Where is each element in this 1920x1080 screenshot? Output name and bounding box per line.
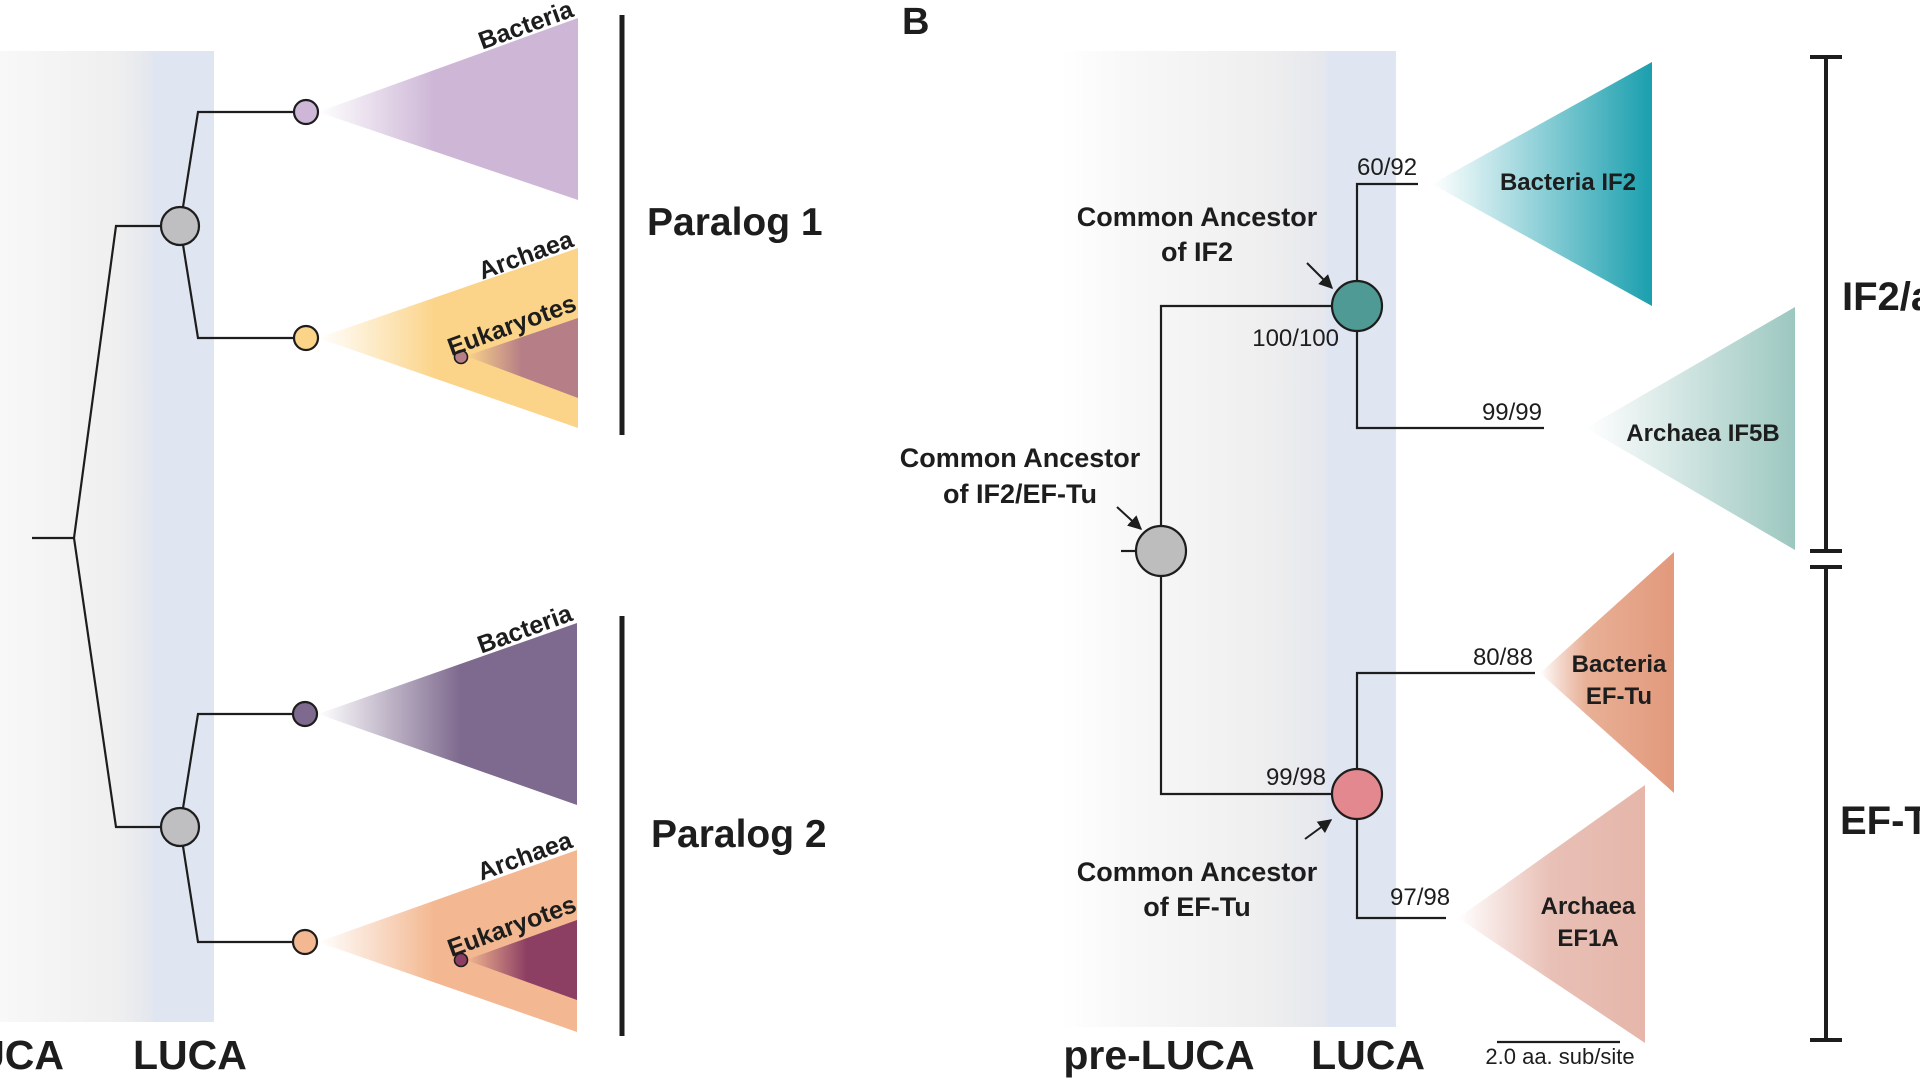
bracket-label-if2: IF2/a (1842, 275, 1920, 319)
clade-bacteria-eftu (1540, 552, 1674, 793)
paralog1-label: Paralog 1 (647, 201, 823, 244)
clade-archaea-if5b (1586, 307, 1795, 550)
clade-archaea-ef1a (1458, 785, 1645, 1043)
annotation-ca-eftu-line1: Common Ancestor (1077, 857, 1318, 887)
paralog2-label: Paralog 2 (651, 813, 827, 856)
p1-root-node (159, 205, 201, 247)
support-bacteria-if2: 60/92 (1357, 154, 1417, 181)
p2-archaea-clade (318, 850, 577, 1032)
pre-luca-label-a: UCA (0, 1032, 64, 1078)
support-archaea-ef1a: 97/98 (1390, 884, 1450, 911)
arrow-ca-root (1116, 506, 1143, 530)
annotation-ca-if2-line1: Common Ancestor (1077, 202, 1318, 232)
root-branch-lower-a (72, 537, 180, 829)
node-ca-if2-eftu (1134, 524, 1188, 578)
bracket-if2 (1810, 55, 1842, 553)
p1-branch-bacteria (178, 110, 294, 227)
p2-root-node (159, 806, 201, 848)
node-ca-eftu (1330, 767, 1384, 821)
clade-label-archaea-ef1a-1: Archaea (1541, 893, 1636, 920)
branch-root-to-if2 (1159, 304, 1332, 526)
p1-archaea-node (292, 324, 320, 352)
p1-bacteria-clade (318, 18, 578, 200)
p2-archaea-node (291, 928, 319, 956)
root-branch-upper-a (72, 224, 180, 539)
panel-letter-b: B (902, 1, 929, 43)
branch-root-to-eftu (1159, 576, 1332, 796)
branch-archaea-if5b (1355, 331, 1544, 430)
p1-branch-archaea (178, 225, 294, 340)
p2-branch-bacteria (178, 712, 293, 828)
panel-b: B Bacteria IF2 Archaea IF5B Bacteria EF-… (900, 1, 1920, 1078)
clade-label-archaea-if5b: Archaea IF5B (1626, 420, 1779, 447)
luca-label-b: LUCA (1311, 1032, 1425, 1078)
p1-archaea-clade (318, 248, 578, 428)
node-ca-if2 (1330, 279, 1384, 333)
luca-label-a: LUCA (133, 1032, 247, 1078)
branch-archaea-ef1a (1355, 819, 1446, 920)
clade-label-bacteria-eftu-2: EF-Tu (1586, 683, 1652, 710)
support-bacteria-eftu: 80/88 (1473, 644, 1533, 671)
support-if2-node: 100/100 (1252, 325, 1339, 352)
p1-eukaryote-node (453, 349, 469, 365)
clade-label-bacteria-eftu-1: Bacteria (1572, 651, 1667, 678)
p2-bacteria-node (291, 700, 319, 728)
clade-label-archaea-ef1a-2: EF1A (1557, 925, 1618, 952)
time-band-a (0, 51, 214, 1022)
support-archaea-if5b: 99/99 (1482, 399, 1542, 426)
annotation-ca-root-line1: Common Ancestor (900, 443, 1141, 473)
p2-branch-archaea (178, 826, 293, 944)
support-eftu-node: 99/98 (1266, 764, 1326, 791)
p1-bacteria-node (292, 98, 320, 126)
clade-bacteria-if2 (1432, 62, 1652, 306)
annotation-ca-if2-line2: of IF2 (1161, 237, 1233, 267)
annotation-ca-root-line2: of IF2/EF-Tu (943, 479, 1097, 509)
p1-eukaryote-clade (466, 318, 578, 398)
panel-a: Bacteria Archaea Eukaryotes Paralog 1 Ba… (0, 0, 827, 1078)
bracket-label-eftu: EF-T (1840, 799, 1920, 843)
branch-bacteria-if2 (1355, 182, 1418, 281)
annotation-ca-eftu-line2: of EF-Tu (1143, 892, 1250, 922)
clade-label-bacteria-if2: Bacteria IF2 (1500, 169, 1636, 196)
bracket-eftu (1810, 565, 1842, 1042)
p2-eukaryote-node (453, 952, 469, 968)
pre-luca-label-b: pre-LUCA (1063, 1032, 1254, 1078)
arrow-ca-eftu (1304, 819, 1333, 840)
time-band-b (1060, 51, 1396, 1027)
p2-eukaryote-clade (466, 920, 577, 1000)
arrow-ca-if2 (1306, 262, 1333, 289)
scale-bar-label: 2.0 aa. sub/site (1485, 1044, 1634, 1069)
branch-bacteria-eftu (1355, 671, 1535, 769)
p2-bacteria-clade (318, 623, 577, 805)
